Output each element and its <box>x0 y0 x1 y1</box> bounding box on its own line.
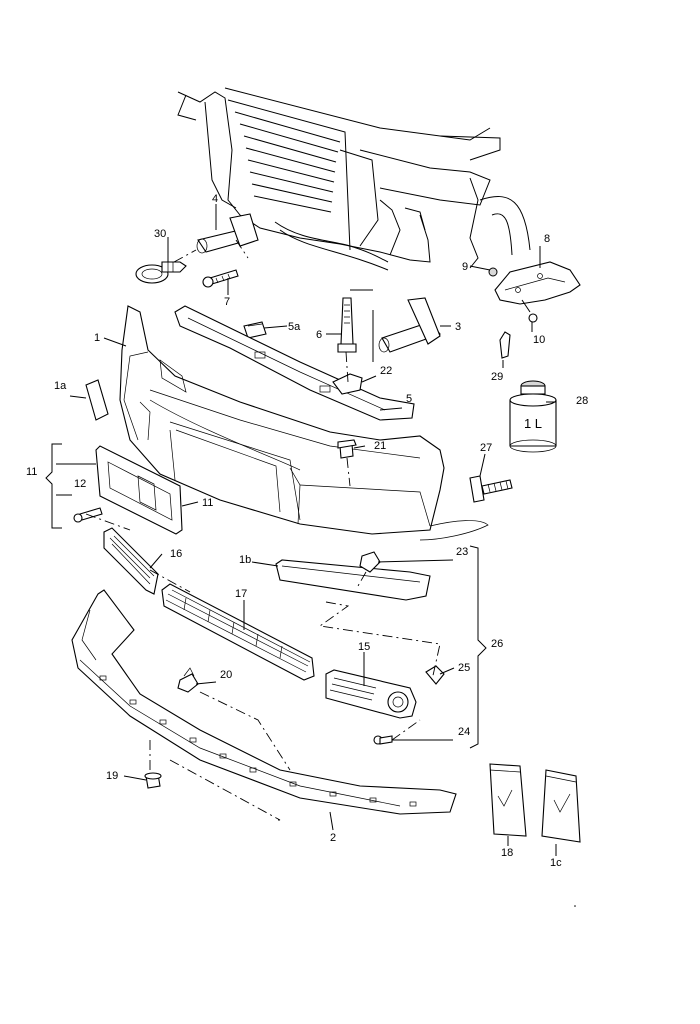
label-5: 5 <box>406 393 412 405</box>
label-5a: 5a <box>288 321 301 333</box>
clip-20 <box>177 667 199 693</box>
label-24: 24 <box>458 726 470 738</box>
fog-grille <box>325 669 417 719</box>
speck <box>574 905 576 907</box>
label-11-right: 11 <box>202 497 213 509</box>
pouch-1c <box>541 769 581 843</box>
label-28: 28 <box>576 395 588 407</box>
clip-25 <box>425 665 445 685</box>
trim-strip-1b <box>275 559 431 601</box>
label-23: 23 <box>456 546 468 558</box>
label-21: 21 <box>374 440 386 452</box>
label-1: 1 <box>94 332 100 344</box>
callouts: 30 4 7 1 5a 6 3 8 9 10 29 22 1a 5 28 2 1 … <box>26 193 588 869</box>
label-25: 25 <box>458 662 470 674</box>
label-18: 18 <box>501 847 513 859</box>
label-3: 3 <box>455 321 461 333</box>
assembly-lines <box>85 239 441 821</box>
label-22: 22 <box>380 365 392 377</box>
label-9: 9 <box>462 261 468 273</box>
side-bracket <box>494 261 581 305</box>
label-15: 15 <box>358 641 370 653</box>
fluid-can: 1 L <box>509 380 557 453</box>
bolt-27 <box>469 475 513 503</box>
label-30: 30 <box>154 228 166 240</box>
spoiler <box>71 589 457 815</box>
label-7: 7 <box>224 296 230 308</box>
label-1c: 1c <box>550 857 562 869</box>
clip-19 <box>144 772 162 789</box>
label-12: 12 <box>74 478 86 490</box>
label-19: 19 <box>106 770 118 782</box>
screw-11 <box>73 507 103 523</box>
label-20: 20 <box>220 669 232 681</box>
license-plate-bracket <box>95 445 183 535</box>
cap-1a <box>85 379 109 421</box>
screw-21 <box>337 439 357 459</box>
grille-16 <box>103 527 159 595</box>
bumper-cover <box>119 305 489 541</box>
tow-eye <box>135 261 187 284</box>
leader-lines <box>45 204 557 856</box>
clip-23 <box>359 551 381 573</box>
radiator-carrier <box>177 87 531 271</box>
fasteners-top-right <box>488 267 538 359</box>
clip-5a <box>243 321 267 339</box>
label-4: 4 <box>212 193 218 205</box>
impact-absorber-right <box>378 297 441 353</box>
label-26: 26 <box>491 638 503 650</box>
label-1b: 1b <box>239 554 251 566</box>
label-8: 8 <box>544 233 550 245</box>
label-10: 10 <box>533 334 545 346</box>
pouch-18 <box>489 763 527 837</box>
label-16: 16 <box>170 548 182 560</box>
label-17: 17 <box>235 588 247 600</box>
screw-7 <box>202 269 239 288</box>
label-6: 6 <box>316 329 322 341</box>
label-2: 2 <box>330 832 336 844</box>
impact-absorber-left <box>196 213 259 254</box>
bolt-6 <box>337 297 357 353</box>
label-1a: 1a <box>54 380 67 392</box>
label-27: 27 <box>480 442 492 454</box>
center-grille <box>161 583 315 681</box>
can-label: 1 L <box>524 416 542 431</box>
screw-24 <box>373 735 393 745</box>
label-29: 29 <box>491 371 503 383</box>
label-11-left: 11 <box>26 466 37 478</box>
spoiler-slots <box>99 675 417 807</box>
